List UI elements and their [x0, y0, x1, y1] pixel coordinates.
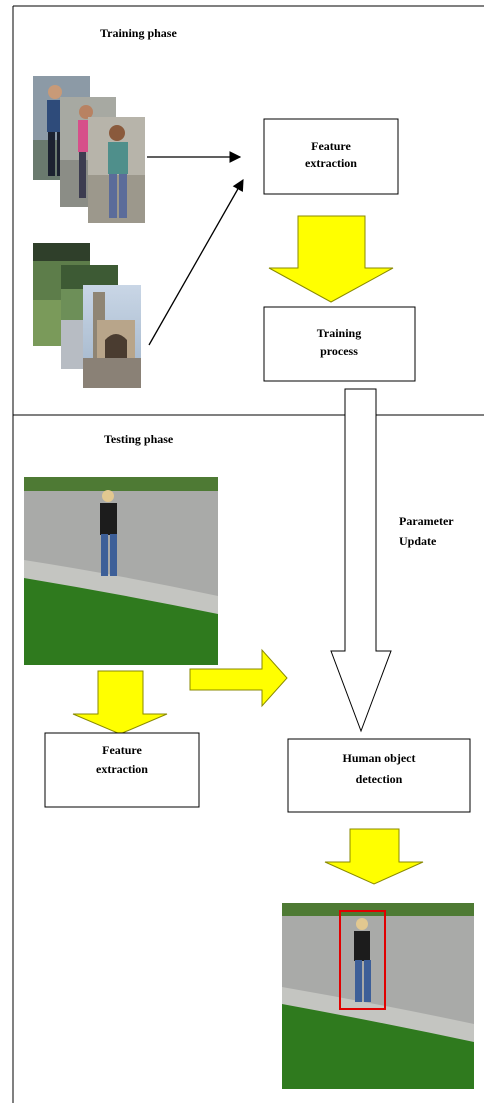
- detection-label-2: detection: [356, 772, 403, 786]
- training-feature-label-2: extraction: [305, 156, 357, 170]
- parameter-update-label-1: Parameter: [399, 514, 454, 528]
- parameter-update-label-2: Update: [399, 534, 437, 548]
- training-phase-title: Training phase: [100, 26, 177, 40]
- testing-phase-title: Testing phase: [104, 432, 174, 446]
- training-flow-arrow: [268, 215, 394, 303]
- training-feature-extraction-box: Feature extraction: [263, 118, 399, 195]
- testing-feature-label-1: Feature: [102, 743, 142, 757]
- positive-sample-images: [33, 76, 145, 223]
- detection-bounding-box: [339, 910, 386, 1010]
- person-photo-3: [88, 117, 145, 223]
- parameter-update-arrow: [330, 388, 392, 733]
- detection-result-arrow: [324, 828, 424, 885]
- training-process-label-2: process: [320, 344, 358, 358]
- testing-feature-extraction-box: Feature extraction: [44, 732, 200, 808]
- negative-samples-arrow: [148, 178, 244, 346]
- detection-label-1: Human object: [343, 751, 416, 765]
- frame: [12, 5, 484, 1103]
- detection-result-image: [282, 903, 474, 1089]
- training-process-box: Training process: [263, 306, 416, 382]
- test-to-detection-arrow: [189, 648, 288, 708]
- scene-photo-3: [83, 285, 141, 388]
- testing-feature-label-2: extraction: [96, 762, 148, 776]
- test-feature-arrow: [72, 670, 168, 735]
- human-object-detection-box: Human object detection: [287, 738, 471, 813]
- training-feature-label-1: Feature: [311, 139, 351, 153]
- test-input-image: [24, 477, 218, 665]
- negative-sample-images: [33, 243, 141, 388]
- training-process-label-1: Training: [317, 326, 361, 340]
